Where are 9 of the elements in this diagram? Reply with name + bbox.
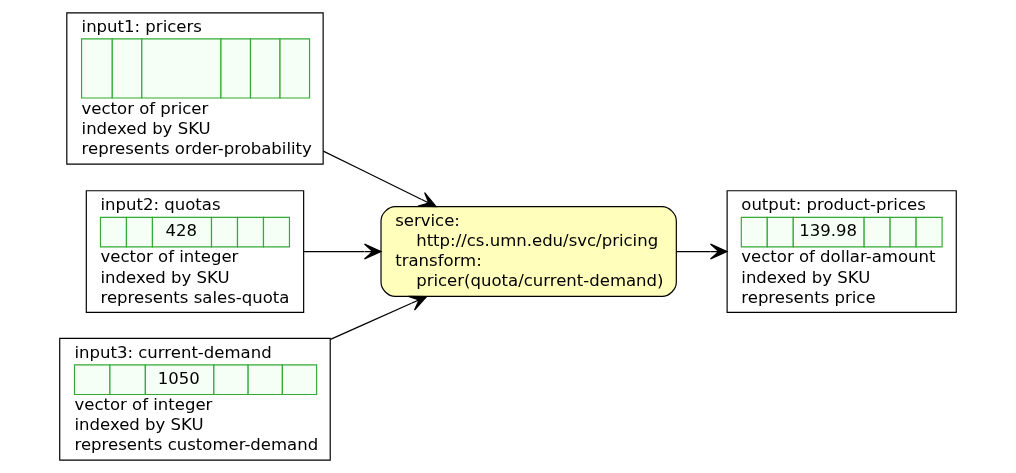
node-box: service: http://cs.umn.edu/svc/pricing transform: pricer(quota/current-demand) [380, 206, 677, 298]
node-box: input3: current-demand 1050 vector of integer indexed by SKU represents customer-demand [59, 337, 331, 461]
arrow [322, 150, 437, 208]
arrow [329, 295, 428, 340]
arrow [303, 243, 382, 260]
node-box: input1: pricers vector of pricer indexed by SKU represents order-probability [66, 12, 324, 165]
node-box: output: product-prices 139.98 vector of dollar-amount indexed by SKU represents price [726, 190, 957, 313]
arrow [675, 243, 728, 260]
node-box: input2: quotas 428 vector of integer indexed by SKU represents sales-quota [85, 190, 305, 313]
